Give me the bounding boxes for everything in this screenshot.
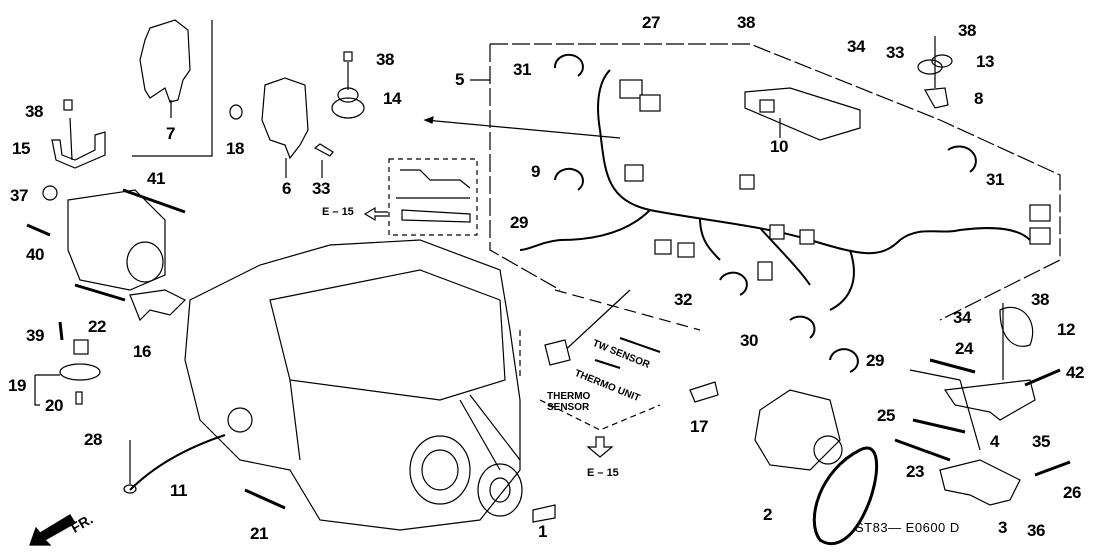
callout-28: 28 xyxy=(84,430,102,449)
starter-motor xyxy=(26,185,186,291)
bolt-22-stay-16 xyxy=(74,283,187,322)
callout-41: 41 xyxy=(147,169,165,188)
callout-37: 37 xyxy=(10,186,28,205)
sensor-19 xyxy=(34,321,101,406)
callout-20: 20 xyxy=(45,396,63,415)
bracket-7-inset xyxy=(132,19,213,157)
callout-29-b: 29 xyxy=(866,351,884,370)
callout-36: 36 xyxy=(1027,521,1045,540)
callout-10: 10 xyxy=(770,137,788,156)
callout-8: 8 xyxy=(974,89,983,108)
bolt-21 xyxy=(244,488,286,510)
alternator-belt-2 xyxy=(812,446,879,546)
callout-17: 17 xyxy=(690,417,708,436)
bolt-33-left xyxy=(313,143,334,178)
ground-cable-11 xyxy=(123,434,226,494)
callout-14: 14 xyxy=(383,89,401,108)
callout-40: 40 xyxy=(26,245,44,264)
callout-38-b: 38 xyxy=(376,50,394,69)
harness-cover-10 xyxy=(744,87,861,141)
callout-33-a: 33 xyxy=(312,179,330,198)
front-direction-arrow-icon xyxy=(29,514,76,546)
callout-7: 7 xyxy=(166,124,175,143)
callout-30: 30 xyxy=(740,331,758,350)
callout-15: 15 xyxy=(12,139,30,158)
clamp-14 xyxy=(331,51,365,119)
stay-15 xyxy=(51,99,106,169)
callout-9: 9 xyxy=(531,162,540,181)
callout-31-a: 31 xyxy=(513,60,531,79)
clamp-13-stay-8 xyxy=(917,36,953,109)
callout-22: 22 xyxy=(88,317,106,336)
cross-ref-e15-left[interactable]: E – 15 xyxy=(322,206,354,218)
washer-18 xyxy=(229,104,243,120)
engine-block xyxy=(184,239,523,531)
wire-harness-5 xyxy=(519,69,1031,311)
brackets-3-4 xyxy=(894,303,1071,506)
callout-25: 25 xyxy=(877,406,895,425)
callout-42: 42 xyxy=(1066,363,1084,382)
harness-connectors xyxy=(619,79,1051,281)
callout-39: 39 xyxy=(26,326,44,345)
harness-bands xyxy=(553,53,977,373)
callout-27: 27 xyxy=(642,13,660,32)
callout-3: 3 xyxy=(998,518,1007,537)
callout-33-b: 33 xyxy=(886,43,904,62)
callout-32: 32 xyxy=(674,290,692,309)
leader-line xyxy=(424,119,621,139)
callout-26: 26 xyxy=(1063,483,1081,502)
callout-12: 12 xyxy=(1057,320,1075,339)
bracket-inset-box xyxy=(363,158,478,236)
alternator xyxy=(754,389,843,471)
diagram-code: ST83— E0600 D xyxy=(855,520,960,535)
label-1 xyxy=(532,504,556,523)
callout-29-a: 29 xyxy=(510,213,528,232)
callout-23: 23 xyxy=(906,462,924,481)
callout-13: 13 xyxy=(976,52,994,71)
callout-19: 19 xyxy=(8,376,26,395)
callout-38-c: 38 xyxy=(737,13,755,32)
note-thermo-sensor: THERMO SENSOR xyxy=(547,391,591,413)
bracket-6 xyxy=(261,77,309,178)
callout-38-e: 38 xyxy=(1031,290,1049,309)
callout-11: 11 xyxy=(170,481,187,500)
callout-18: 18 xyxy=(226,139,244,158)
callout-4: 4 xyxy=(990,432,999,451)
harness-5-boundary xyxy=(470,43,1061,321)
callout-1: 1 xyxy=(538,522,547,541)
callout-5: 5 xyxy=(455,70,464,89)
callout-2: 2 xyxy=(763,505,772,524)
callout-34-b: 34 xyxy=(953,308,971,327)
callout-21: 21 xyxy=(250,524,268,543)
callout-6: 6 xyxy=(282,179,291,198)
callout-34-a: 34 xyxy=(847,37,865,56)
callout-35: 35 xyxy=(1032,432,1050,451)
callout-31-b: 31 xyxy=(986,170,1004,189)
callout-16: 16 xyxy=(133,342,151,361)
callout-38-d: 38 xyxy=(958,21,976,40)
cross-ref-e15-bottom[interactable]: E – 15 xyxy=(587,467,619,479)
switch-17 xyxy=(689,381,719,403)
callout-24: 24 xyxy=(955,339,973,358)
sensor-inset xyxy=(519,289,701,458)
callout-38-a: 38 xyxy=(25,102,43,121)
